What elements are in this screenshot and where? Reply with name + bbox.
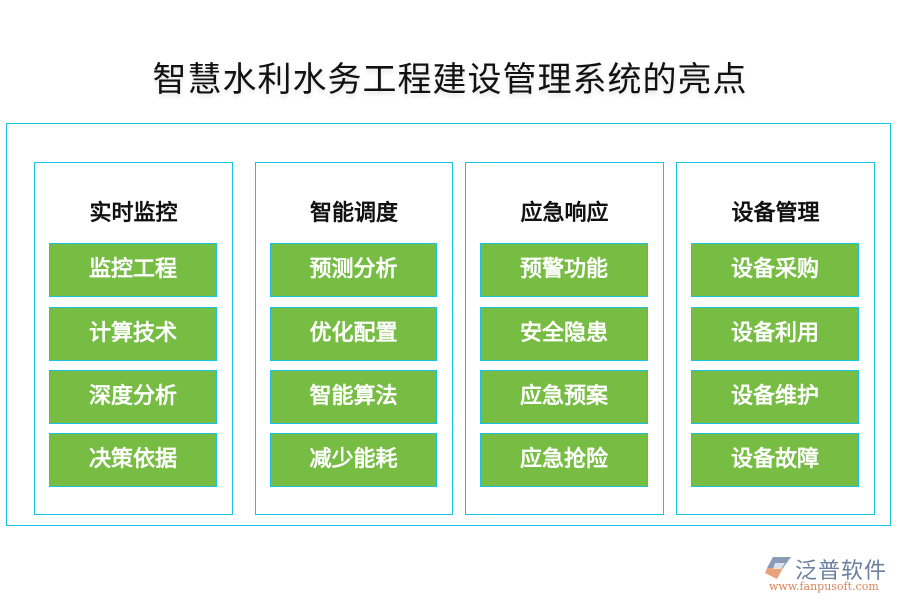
- diagram-title: 智慧水利水务工程建设管理系统的亮点: [152, 60, 748, 100]
- outer-frame: [6, 123, 891, 526]
- column-smart-dispatch: 智能调度 预测分析 优化配置 智能算法 减少能耗: [255, 162, 453, 515]
- brand-mark-icon: [765, 557, 791, 579]
- feature-item: 安全隐患: [480, 307, 648, 361]
- column-emergency-response: 应急响应 预警功能 安全隐患 应急预案 应急抢险: [465, 162, 664, 515]
- feature-item: 优化配置: [270, 307, 437, 361]
- feature-item: 应急抢险: [480, 433, 648, 487]
- feature-item: 设备利用: [691, 307, 859, 361]
- feature-item: 决策依据: [49, 433, 217, 487]
- column-heading: 应急响应: [520, 200, 609, 226]
- feature-item: 预警功能: [480, 243, 648, 297]
- brand-logo: 泛普软件 www.fanpusoft.com: [765, 553, 895, 593]
- feature-item: 智能算法: [270, 370, 437, 424]
- feature-item: 减少能耗: [270, 433, 437, 487]
- feature-item: 设备故障: [691, 433, 859, 487]
- feature-item: 应急预案: [480, 370, 648, 424]
- feature-item: 计算技术: [49, 307, 217, 361]
- feature-item: 监控工程: [49, 243, 217, 297]
- feature-item: 设备维护: [691, 370, 859, 424]
- column-heading: 设备管理: [731, 200, 820, 226]
- column-realtime-monitoring: 实时监控 监控工程 计算技术 深度分析 决策依据: [34, 162, 233, 515]
- brand-url: www.fanpusoft.com: [769, 580, 879, 593]
- feature-item: 深度分析: [49, 370, 217, 424]
- column-heading: 智能调度: [309, 200, 398, 226]
- brand-name: 泛普软件: [795, 559, 888, 584]
- feature-item: 预测分析: [270, 243, 437, 297]
- column-equipment-management: 设备管理 设备采购 设备利用 设备维护 设备故障: [676, 162, 875, 515]
- feature-item: 设备采购: [691, 243, 859, 297]
- column-heading: 实时监控: [89, 200, 178, 226]
